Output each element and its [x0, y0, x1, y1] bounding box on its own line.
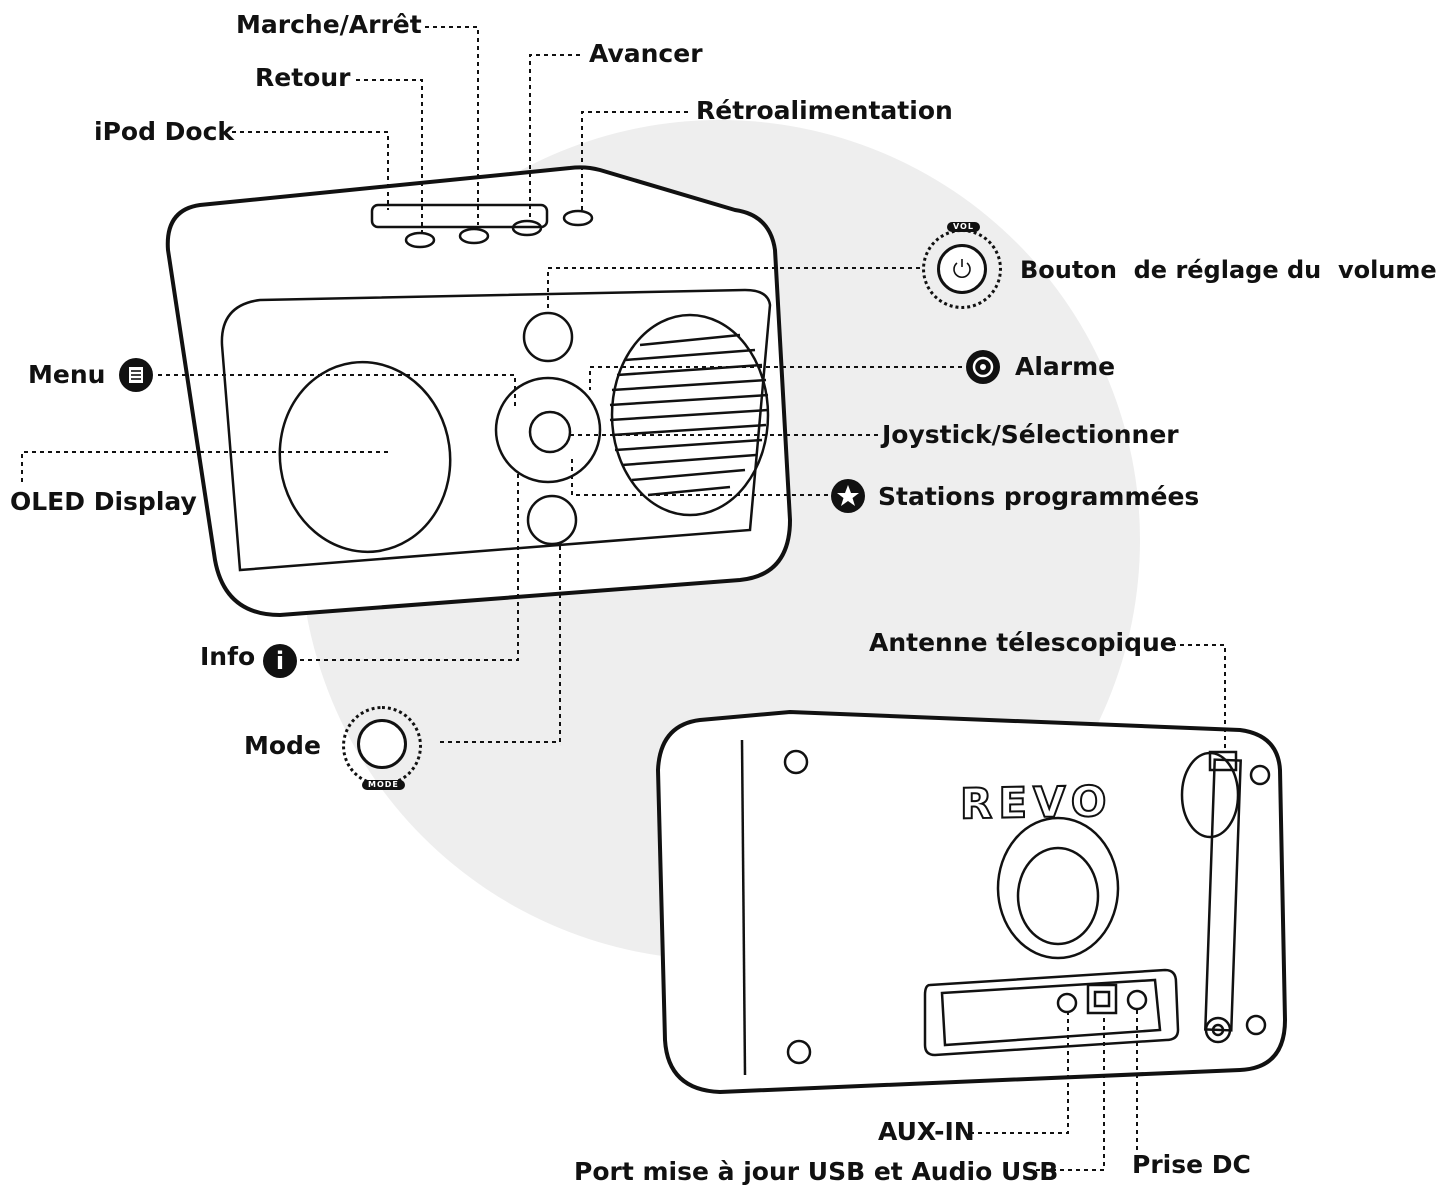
label-port-usb: Port mise à jour USB et Audio USB	[574, 1157, 1059, 1186]
leader-ipod	[232, 131, 389, 210]
retour-button	[404, 231, 436, 249]
leader-lines	[21, 26, 1226, 1171]
info-icon: i	[263, 644, 297, 678]
leader-marche	[425, 26, 479, 225]
volume-knob	[937, 244, 987, 294]
mode-knob-front	[526, 494, 578, 546]
label-marche-arret: Marche/Arrêt	[236, 10, 422, 39]
label-retour: Retour	[255, 63, 351, 92]
label-menu: Menu	[28, 360, 106, 389]
leader-usb	[1028, 1013, 1105, 1171]
dc-jack	[1126, 989, 1148, 1011]
marche-button	[458, 227, 490, 245]
front-panel-outline	[220, 288, 772, 572]
mode-tag: MODE	[362, 780, 405, 790]
leader-antenne	[1172, 644, 1226, 752]
label-ipod-dock: iPod Dock	[94, 117, 235, 146]
antenna-tip	[1208, 750, 1238, 772]
antenna-rod	[1204, 758, 1242, 1032]
label-alarme: Alarme	[1015, 352, 1116, 381]
leader-avancer	[529, 54, 580, 220]
connector-panel	[923, 968, 1180, 1057]
avancer-button	[511, 219, 543, 237]
leader-stations	[571, 455, 828, 496]
antenna-hinge-inner	[1211, 1023, 1225, 1037]
label-prise-dc: Prise DC	[1132, 1150, 1251, 1179]
label-retroalimentation: Rétroalimentation	[696, 96, 953, 125]
leader-retour	[356, 79, 423, 232]
front-radio-body	[165, 165, 792, 617]
joystick-ring	[494, 376, 602, 484]
leader-oled	[21, 451, 390, 482]
vol-tag: VOL	[947, 222, 980, 232]
leader-info	[300, 470, 519, 661]
bass-port-inner	[1016, 846, 1100, 946]
back-radio-body	[656, 710, 1287, 1094]
usb-port	[1086, 983, 1118, 1015]
oled-display-window	[278, 360, 452, 554]
screw-bottom-left	[786, 1039, 812, 1065]
label-aux-in: AUX-IN	[878, 1117, 975, 1146]
back-radio	[656, 710, 1287, 1094]
label-mode: Mode	[244, 731, 321, 760]
leader-alarme	[589, 366, 962, 390]
leader-retro	[581, 111, 688, 210]
back-radio-details	[740, 739, 1271, 1076]
leader-aux	[970, 1012, 1069, 1134]
screw-bottom-right	[1245, 1014, 1267, 1036]
ipod-dock-slot	[370, 203, 549, 229]
mode-knob	[357, 719, 407, 769]
antenna-hinge	[1204, 1016, 1232, 1044]
label-antenne: Antenne télescopique	[869, 628, 1177, 657]
connector-panel-inner	[940, 978, 1162, 1047]
screw-top-left	[783, 749, 809, 775]
back-panel-outline	[740, 739, 747, 1076]
label-info: Info	[200, 642, 256, 671]
leader-mode	[440, 545, 561, 743]
joystick-center	[528, 410, 572, 454]
label-oled-display: OLED Display	[10, 487, 197, 516]
leader-volume	[547, 267, 920, 313]
label-bouton-volume: Bouton de réglage du volume	[1020, 256, 1437, 284]
menu-list-icon	[119, 358, 153, 392]
power-icon	[953, 259, 971, 278]
usb-port-inner	[1093, 990, 1111, 1008]
label-avancer: Avancer	[589, 39, 703, 68]
label-stations: Stations programmées	[878, 482, 1200, 511]
speaker-grille	[610, 313, 770, 517]
revo-logo: REVO	[959, 776, 1114, 830]
alarm-icon	[966, 350, 1000, 384]
bass-port-outer	[996, 816, 1120, 960]
retro-button	[562, 209, 594, 227]
front-radio	[165, 165, 792, 617]
front-radio-details	[220, 203, 772, 572]
star-icon	[831, 479, 865, 513]
label-joystick: Joystick/Sélectionner	[882, 420, 1179, 449]
screw-top-right	[1249, 764, 1271, 786]
